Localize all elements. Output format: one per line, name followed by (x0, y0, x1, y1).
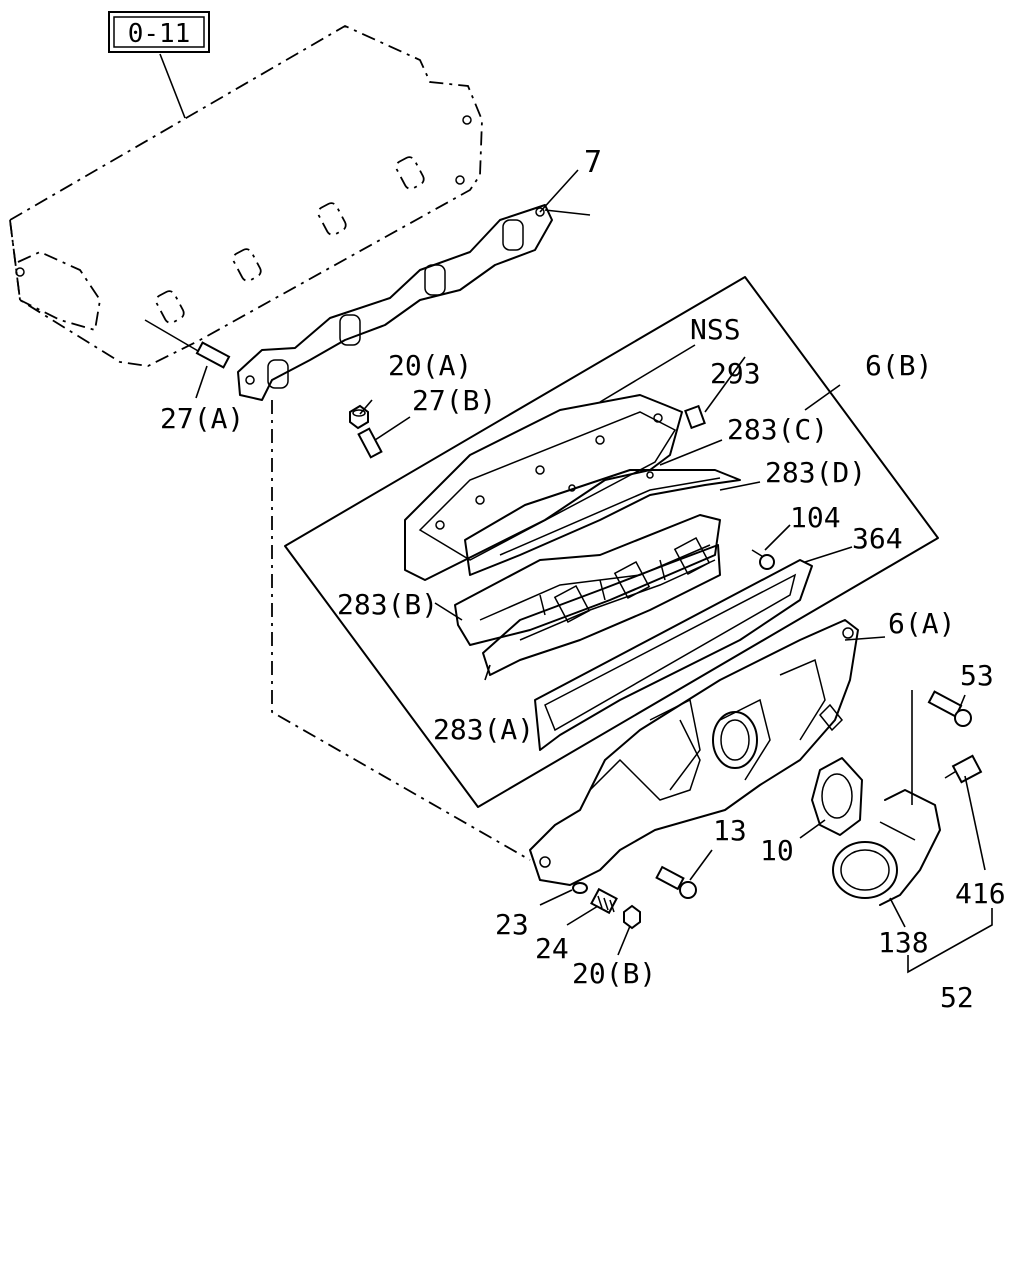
label-20b[interactable]: 20(B) (572, 957, 656, 990)
label-27a[interactable]: 27(A) (160, 402, 244, 435)
nut-20b[interactable] (623, 904, 641, 930)
gasket-364[interactable] (534, 559, 813, 751)
leader-lines (195, 209, 986, 956)
reference-leader (159, 53, 186, 119)
cylinder-head-outline (9, 24, 483, 367)
stud-27a[interactable] (144, 319, 231, 369)
label-104[interactable]: 104 (790, 501, 841, 534)
heat-shield-plate-283a[interactable] (482, 536, 721, 676)
label-7[interactable]: 7 (584, 145, 602, 180)
assembly-line (271, 400, 531, 861)
reference-label: 0-11 (128, 19, 191, 49)
stud-27b[interactable] (357, 427, 383, 459)
exhaust-pipe-138[interactable] (832, 789, 941, 906)
heat-shield-group-frame (284, 276, 939, 808)
washer-23[interactable] (572, 882, 588, 894)
bolt-13[interactable] (655, 865, 697, 899)
bolt-53[interactable] (927, 690, 972, 727)
leader-7 (539, 169, 579, 213)
heat-shield-plate-283b[interactable] (454, 514, 721, 646)
spring-24[interactable] (590, 887, 618, 915)
label-10[interactable]: 10 (760, 834, 794, 867)
exhaust-manifold-6a[interactable] (529, 619, 859, 886)
assembly-52-bracket (907, 908, 993, 974)
label-283a[interactable]: 283(A) (433, 713, 534, 746)
bolt-104[interactable] (751, 549, 775, 570)
heat-shield-plate-283c[interactable] (464, 469, 741, 576)
label-283b[interactable]: 283(B) (337, 588, 438, 621)
label-13[interactable]: 13 (713, 814, 747, 847)
label-23[interactable]: 23 (495, 908, 529, 941)
label-24[interactable]: 24 (535, 932, 569, 965)
label-283c[interactable]: 283(C) (727, 413, 828, 446)
label-6b[interactable]: 6(B) (865, 349, 932, 382)
label-293[interactable]: 293 (710, 357, 761, 390)
label-53[interactable]: 53 (960, 659, 994, 692)
label-20a[interactable]: 20(A) (388, 349, 472, 382)
label-364[interactable]: 364 (852, 522, 903, 555)
nut-20a[interactable] (349, 404, 369, 430)
label-416[interactable]: 416 (955, 877, 1006, 910)
label-6a[interactable]: 6(A) (888, 607, 955, 640)
heat-shield-cover-upper[interactable] (404, 394, 683, 581)
sensor-416[interactable] (944, 754, 983, 784)
gasket-10[interactable] (811, 757, 863, 836)
reference-box[interactable]: 0-11 (108, 11, 210, 53)
label-52[interactable]: 52 (940, 981, 974, 1014)
label-283d[interactable]: 283(D) (765, 456, 866, 489)
label-nss[interactable]: NSS (690, 313, 741, 346)
label-27b[interactable]: 27(B) (412, 384, 496, 417)
callout-labels: 7 NSS 20(A) 27(B) 27(A) 6(B) 293 283(C) … (160, 145, 1006, 1014)
bolt-293[interactable] (684, 404, 706, 430)
manifold-gasket-7[interactable] (237, 204, 553, 401)
label-138[interactable]: 138 (878, 926, 929, 959)
